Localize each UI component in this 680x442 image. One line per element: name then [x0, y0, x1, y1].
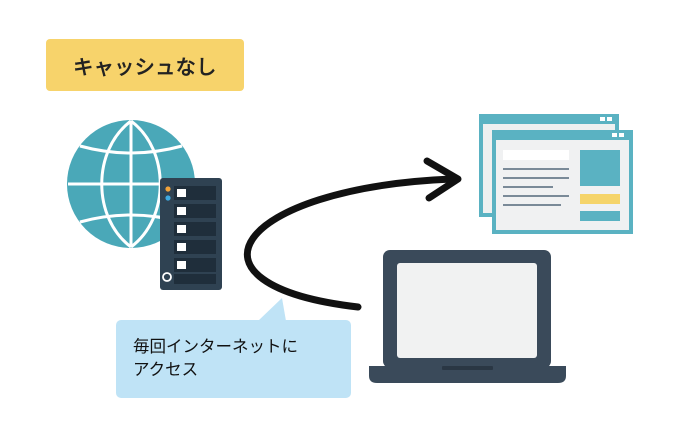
curved-arrow-icon — [243, 157, 462, 311]
speech-bubble: 毎回インターネットに アクセス — [116, 320, 351, 398]
speech-bubble-line-2: アクセス — [133, 360, 199, 379]
speech-bubble-line-1: 毎回インターネットに — [133, 337, 298, 356]
laptop-icon — [369, 250, 566, 383]
speech-bubble-tail — [258, 298, 286, 321]
server-icon — [160, 178, 222, 290]
browser-windows-icon — [479, 114, 633, 234]
title-badge: キャッシュなし — [46, 39, 244, 91]
